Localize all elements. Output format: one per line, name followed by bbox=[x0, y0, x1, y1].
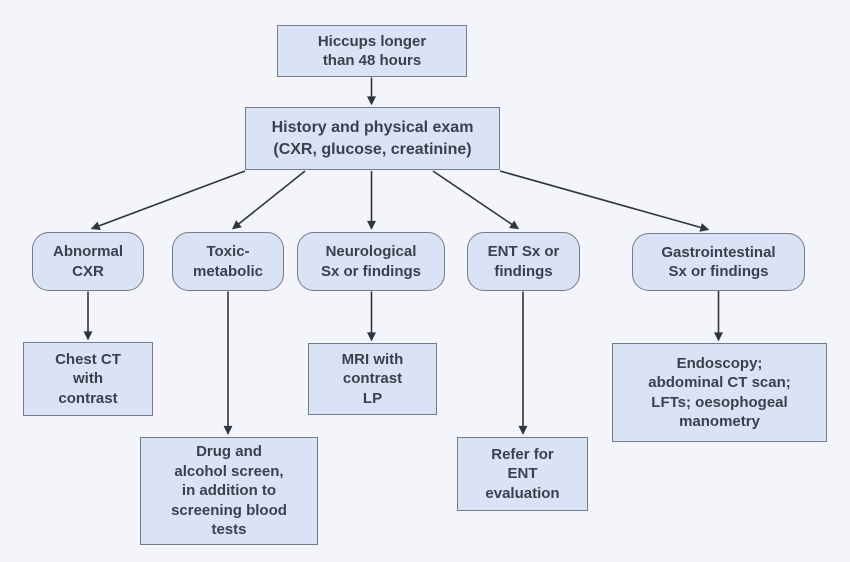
node-toxic-metabolic: Toxic- metabolic bbox=[172, 232, 284, 291]
node-mri-contrast-lp: MRI with contrast LP bbox=[308, 343, 437, 415]
node-history-physical-exam: History and physical exam (CXR, glucose,… bbox=[245, 107, 500, 170]
node-gastrointestinal-sx: Gastrointestinal Sx or findings bbox=[632, 233, 805, 291]
node-abnormal-cxr: Abnormal CXR bbox=[32, 232, 144, 291]
arrow-history-ent bbox=[432, 170, 520, 230]
node-drug-alcohol-screen: Drug and alcohol screen, in addition to … bbox=[140, 437, 318, 545]
node-ent-sx: ENT Sx or findings bbox=[467, 232, 580, 291]
node-hiccups-longer-48h: Hiccups longer than 48 hours bbox=[277, 25, 467, 77]
node-chest-ct: Chest CT with contrast bbox=[23, 342, 153, 416]
node-neurological-sx: Neurological Sx or findings bbox=[297, 232, 445, 291]
arrow-history-gastro bbox=[499, 170, 710, 232]
node-endoscopy-workup: Endoscopy; abdominal CT scan; LFTs; oeso… bbox=[612, 343, 827, 442]
arrow-history-abnormal-cxr bbox=[90, 170, 246, 231]
arrow-history-toxic bbox=[231, 170, 306, 230]
node-refer-ent-evaluation: Refer for ENT evaluation bbox=[457, 437, 588, 511]
